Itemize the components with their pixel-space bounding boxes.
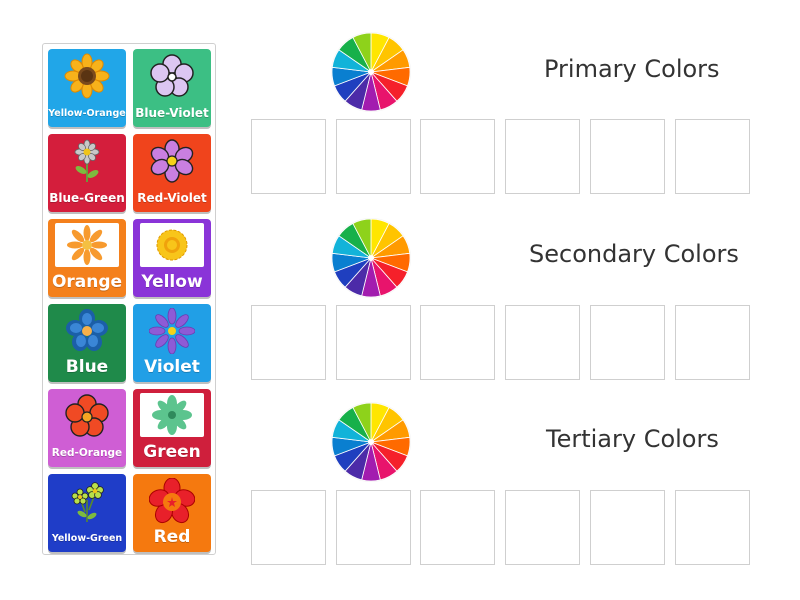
lavender-flower-icon	[133, 308, 211, 354]
drop-slot[interactable]	[420, 119, 495, 194]
card-label: Blue	[65, 357, 109, 377]
sunflower-icon	[48, 53, 126, 99]
card-orange[interactable]: Orange	[48, 219, 126, 297]
violet-flower-icon	[133, 53, 211, 99]
card-blue-green[interactable]: Blue-Green	[48, 134, 126, 212]
drop-slot[interactable]	[251, 119, 326, 194]
drop-slot[interactable]	[336, 305, 411, 380]
drop-slot[interactable]	[505, 305, 580, 380]
card-yellow-orange[interactable]: Yellow-Orange	[48, 49, 126, 127]
card-image-frame	[140, 393, 204, 437]
wheel-segment	[352, 32, 372, 73]
card-red-orange[interactable]: Red-Orange	[48, 389, 126, 467]
group-title-secondary: Secondary Colors	[529, 240, 739, 268]
drop-slot[interactable]	[336, 119, 411, 194]
card-label: Yellow-Green	[51, 532, 123, 544]
card-label: Blue-Green	[49, 191, 125, 205]
color-wheel-icon	[331, 218, 411, 298]
drop-slot[interactable]	[420, 490, 495, 565]
wheel-segment	[352, 218, 372, 259]
color-wheel-icon	[331, 402, 411, 482]
drop-slot[interactable]	[590, 490, 665, 565]
color-wheel-icon	[331, 32, 411, 112]
card-green[interactable]: Green	[133, 389, 211, 467]
daisy-stem-icon	[48, 138, 126, 184]
drop-slot[interactable]	[675, 119, 750, 194]
red-flower-outline-icon	[133, 478, 211, 524]
yellow-flower-icon	[156, 229, 188, 261]
card-label: Red-Violet	[137, 191, 207, 205]
card-blue-violet[interactable]: Blue-Violet	[133, 49, 211, 127]
purple-flower-icon	[133, 138, 211, 184]
wheel-segment	[352, 402, 372, 443]
card-yellow[interactable]: Yellow	[133, 219, 211, 297]
green-flower-icon	[152, 395, 192, 435]
drop-slot[interactable]	[420, 305, 495, 380]
orange-flower-icon	[67, 225, 107, 265]
card-blue[interactable]: Blue	[48, 304, 126, 382]
card-image-frame	[140, 223, 204, 267]
flower-bunch-icon	[48, 478, 126, 524]
card-label: Green	[143, 442, 201, 462]
card-label: Orange	[51, 272, 123, 292]
drop-slot[interactable]	[336, 490, 411, 565]
drop-slot[interactable]	[251, 490, 326, 565]
drop-slot[interactable]	[505, 490, 580, 565]
card-label: Red-Orange	[51, 446, 123, 459]
card-label: Yellow	[141, 272, 203, 292]
drop-slot[interactable]	[590, 305, 665, 380]
card-label: Red	[153, 527, 191, 547]
card-tray	[42, 43, 216, 555]
card-label: Yellow-Orange	[48, 107, 126, 119]
blue-flower-icon	[48, 308, 126, 354]
card-yellow-green[interactable]: Yellow-Green	[48, 474, 126, 552]
drop-slot[interactable]	[590, 119, 665, 194]
card-label: Blue-Violet	[135, 106, 209, 120]
drop-slot[interactable]	[251, 305, 326, 380]
drop-slot[interactable]	[505, 119, 580, 194]
card-red-violet[interactable]: Red-Violet	[133, 134, 211, 212]
card-label: Violet	[144, 357, 200, 377]
drop-slot[interactable]	[675, 490, 750, 565]
red-orange-flower-icon	[48, 393, 126, 439]
group-title-tertiary: Tertiary Colors	[546, 425, 719, 453]
drop-slot[interactable]	[675, 305, 750, 380]
card-violet[interactable]: Violet	[133, 304, 211, 382]
card-image-frame	[55, 223, 119, 267]
card-red[interactable]: Red	[133, 474, 211, 552]
group-title-primary: Primary Colors	[544, 55, 720, 83]
